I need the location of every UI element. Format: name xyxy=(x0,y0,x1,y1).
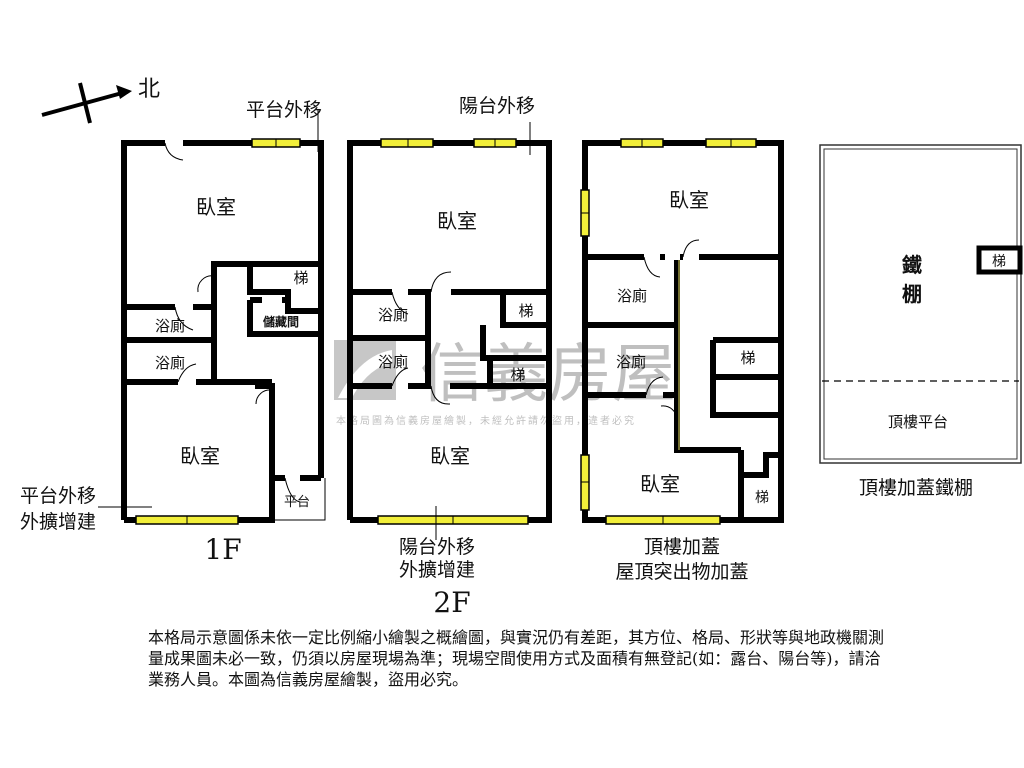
roof-shed-plan xyxy=(819,144,1023,464)
1f-bedroom-bottom: 臥室 xyxy=(180,444,220,468)
1f-top-annotation: 平台外移 xyxy=(246,99,322,121)
watermark: 信義房屋 本格局圖為信義房屋繪製，未經允許請勿盜用，違者必究 xyxy=(334,338,676,427)
1f-storage: 儲藏間 xyxy=(263,314,299,329)
1f-bath-1: 浴廁 xyxy=(155,317,185,335)
2f-bedroom-bottom: 臥室 xyxy=(430,444,470,468)
rooftop-bedroom-top: 臥室 xyxy=(669,188,709,212)
roof-shed-label-2: 棚 xyxy=(902,282,922,306)
floor-1f-plan xyxy=(98,110,326,525)
watermark-notice: 本格局圖為信義房屋繪製，未經允許請勿盜用，違者必究 xyxy=(336,414,636,427)
2f-bath-2: 浴廁 xyxy=(378,353,408,371)
1f-platform: 平台 xyxy=(284,495,310,510)
1f-side-annotation-2: 外擴增建 xyxy=(20,511,96,533)
1f-bedroom-top: 臥室 xyxy=(196,195,236,219)
2f-bath-1: 浴廁 xyxy=(378,306,408,324)
rooftop-caption-2: 屋頂突出物加蓋 xyxy=(615,561,748,583)
roof-shed-caption: 頂樓加蓋鐵棚 xyxy=(859,477,973,499)
2f-bottom-annotation-2: 外擴增建 xyxy=(399,559,475,581)
rooftop-bath-1: 浴廁 xyxy=(617,287,647,305)
rooftop-bath-2: 浴廁 xyxy=(616,353,646,371)
compass-label: 北 xyxy=(138,77,160,102)
roof-platform: 頂樓平台 xyxy=(888,413,948,431)
roof-shed-stairs: 梯 xyxy=(992,254,1006,270)
rooftop-caption-1: 頂樓加蓋 xyxy=(644,536,720,558)
floor-2f-plan xyxy=(347,122,552,540)
rooftop-stairs-1: 梯 xyxy=(740,349,755,367)
2f-stairs-1: 梯 xyxy=(518,302,533,320)
2f-bedroom-top: 臥室 xyxy=(437,209,477,233)
1f-side-annotation-1: 平台外移 xyxy=(20,485,96,507)
2f-stairs-2: 梯 xyxy=(510,366,525,384)
rooftop-stairs-2: 梯 xyxy=(755,490,769,506)
2f-top-annotation: 陽台外移 xyxy=(459,95,535,117)
floor-rooftop-plan xyxy=(580,138,784,525)
1f-label: 1F xyxy=(204,533,241,566)
rooftop-bedroom-bottom: 臥室 xyxy=(640,472,680,496)
2f-bottom-annotation-1: 陽台外移 xyxy=(399,536,475,558)
1f-bath-2: 浴廁 xyxy=(155,354,185,372)
roof-shed-label-1: 鐵 xyxy=(902,253,922,277)
2f-label: 2F xyxy=(433,586,470,619)
1f-stairs: 梯 xyxy=(293,269,308,287)
disclaimer-text: 本格局示意圖係未依一定比例縮小繪製之概繪圖，與實況仍有差距，其方位、格局、形狀等… xyxy=(148,628,885,689)
north-arrow-icon xyxy=(41,82,132,124)
